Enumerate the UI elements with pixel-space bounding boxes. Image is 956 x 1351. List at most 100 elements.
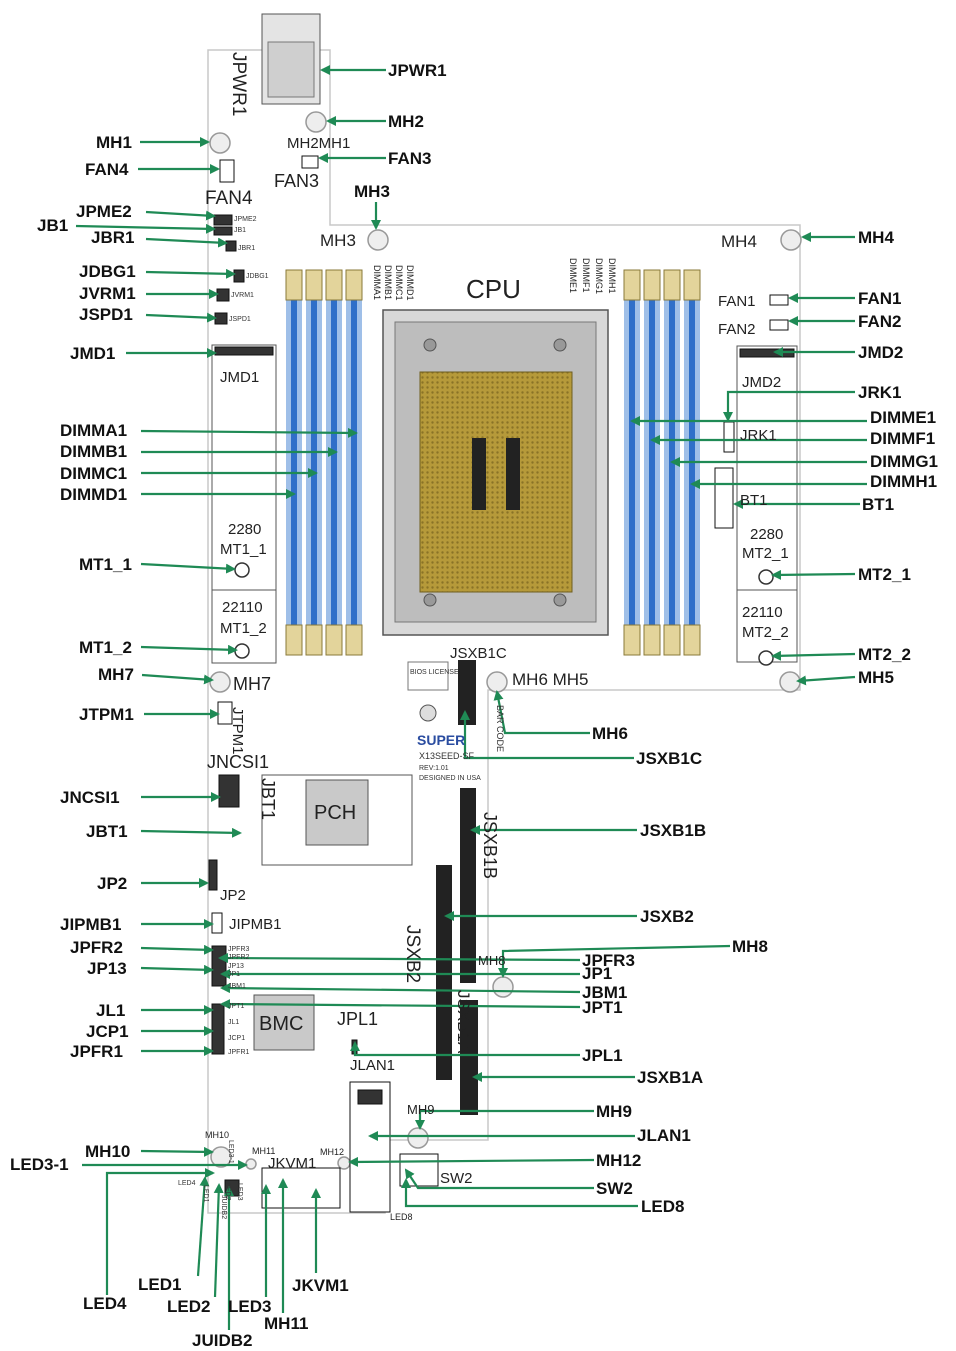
arrow-mh8 xyxy=(498,944,731,978)
m2-size-4: 22110 xyxy=(742,604,783,621)
arrow-jpfr2 xyxy=(140,944,214,955)
board-label-jmd2: JMD2 xyxy=(742,374,781,391)
arrow-jdbg1 xyxy=(145,268,236,279)
callout-dimmd1: DIMMD1 xyxy=(60,485,127,504)
callout-mt2-2: MT2_2 xyxy=(858,645,911,664)
small-label-jvrm1: JVRM1 xyxy=(231,292,254,299)
rev-label: REV:1.01 xyxy=(419,765,449,772)
board-label-dimmf1: DIMMF1 xyxy=(581,258,591,293)
board-label-jncsi1: JNCSI1 xyxy=(207,752,269,772)
arrow-jb1 xyxy=(75,223,216,234)
board-label-fan1: FAN1 xyxy=(718,293,756,310)
callout-fan4: FAN4 xyxy=(85,160,129,179)
board-label-jp2: JP2 xyxy=(220,887,246,904)
board-label-jlan1: JLAN1 xyxy=(350,1057,395,1074)
callout-dimmc1: DIMMC1 xyxy=(60,464,127,483)
board-label-dimmb1: DIMMB1 xyxy=(383,265,393,300)
callout-arrows xyxy=(75,65,867,1330)
callout-jsxb1b: JSXB1B xyxy=(640,821,706,840)
callout-jvrm1: JVRM1 xyxy=(79,284,136,303)
board-label-jipmb1: JIPMB1 xyxy=(229,916,282,933)
small-label-jl1: JL1 xyxy=(228,1019,239,1026)
callout-jb1: JB1 xyxy=(37,216,68,235)
arrow-jpfr3 xyxy=(218,953,581,964)
board-label-dimma1: DIMMA1 xyxy=(372,265,382,300)
callout-dimmh1: DIMMH1 xyxy=(870,472,937,491)
board-label-dimmh1: DIMMH1 xyxy=(607,258,617,294)
callout-jp13: JP13 xyxy=(87,959,127,978)
headers xyxy=(208,155,795,1213)
designed-label: DESIGNED IN USA xyxy=(419,775,481,782)
callout-led4: LED4 xyxy=(83,1294,127,1313)
callout-jpwr1: JPWR1 xyxy=(388,61,447,80)
small-label-jpfr2: JPFR2 xyxy=(228,954,250,961)
callout-mt2-1: MT2_1 xyxy=(858,565,911,584)
callout-mh4: MH4 xyxy=(858,228,894,247)
board-label-dimmg1: DIMMG1 xyxy=(594,258,604,294)
board-label-jtpm1: JTPM1 xyxy=(229,707,246,755)
board-label-jkvm1: JKVM1 xyxy=(268,1155,316,1172)
callout-dimma1: DIMMA1 xyxy=(60,421,127,440)
arrow-jbm1 xyxy=(220,983,581,994)
arrow-jbr1 xyxy=(145,237,228,248)
brand-logo: SUPER xyxy=(417,732,465,748)
board-label-fan4: FAN4 xyxy=(205,188,253,209)
pch-chip xyxy=(261,774,413,866)
callout-dimmg1: DIMMG1 xyxy=(870,452,938,471)
jsxb-slots xyxy=(436,660,478,1115)
arrow-jsxb1c xyxy=(460,710,634,760)
callout-fan2: FAN2 xyxy=(858,312,901,331)
board-label-mh3: MH3 xyxy=(320,231,356,250)
arrow-jpt1 xyxy=(220,999,581,1010)
small-label-led3: LED3 xyxy=(236,1183,243,1201)
pch-label: PCH xyxy=(314,802,356,824)
arrow-led1 xyxy=(196,1176,210,1277)
board-label-dimmd1: DIMMD1 xyxy=(405,265,415,301)
callout-dimmb1: DIMMB1 xyxy=(60,442,127,461)
arrow-mh12 xyxy=(348,1156,595,1167)
m2-size-3: 2280 xyxy=(750,526,783,543)
callout-mt1-2: MT1_2 xyxy=(79,638,132,657)
bios-license-box xyxy=(407,661,449,691)
arrow-mt1-2 xyxy=(140,644,238,655)
arrow-mh6 xyxy=(493,690,590,735)
small-label-led2: LED2 xyxy=(224,1183,231,1201)
board-label-mt1-1: MT1_1 xyxy=(220,541,267,558)
board-label-jsxb1a: JSXB1A xyxy=(454,990,473,1054)
arrow-mh7 xyxy=(141,673,214,685)
small-label-jpt1: JPT1 xyxy=(228,1003,244,1010)
m2-size-1: 2280 xyxy=(228,521,261,538)
small-label-jbr1: JBR1 xyxy=(238,245,255,252)
cpu-socket xyxy=(382,309,609,636)
callout-mh2: MH2 xyxy=(388,112,424,131)
arrow-jbt1 xyxy=(140,827,242,838)
arrow-dimma1 xyxy=(140,427,358,438)
arrow-mh5 xyxy=(796,675,856,686)
callout-jp2: JP2 xyxy=(97,874,127,893)
board-label-bt1: BT1 xyxy=(740,492,768,509)
arrow-mh10 xyxy=(140,1146,214,1157)
callout-mh3: MH3 xyxy=(354,182,390,201)
small-label-jp13: JP13 xyxy=(228,963,244,970)
small-label-jpfr3: JPFR3 xyxy=(228,946,250,953)
jpwr1-connector xyxy=(261,13,321,105)
callout-jpfr1: JPFR1 xyxy=(70,1042,123,1061)
callout-jmd2: JMD2 xyxy=(858,343,903,362)
board-label-mh11: MH11 xyxy=(252,1146,275,1156)
arrow-led2 xyxy=(213,1183,224,1298)
arrow-sw2 xyxy=(404,1168,594,1190)
callout-mh12: MH12 xyxy=(596,1151,641,1170)
small-label-jspd1: JSPD1 xyxy=(229,316,251,323)
callout-jspd1: JSPD1 xyxy=(79,305,133,324)
callout-jbm1: JBM1 xyxy=(582,983,627,1002)
arrow-jp13 xyxy=(140,964,214,975)
callout-jipmb1: JIPMB1 xyxy=(60,915,121,934)
arrow-mt2-1 xyxy=(771,569,856,580)
callout-jpfr3: JPFR3 xyxy=(582,951,635,970)
callout-mh10: MH10 xyxy=(85,1142,130,1161)
arrow-led8 xyxy=(401,1178,638,1208)
callout-mh9: MH9 xyxy=(596,1102,632,1121)
board-label-fan2: FAN2 xyxy=(718,321,756,338)
bmc-label: BMC xyxy=(259,1013,303,1035)
